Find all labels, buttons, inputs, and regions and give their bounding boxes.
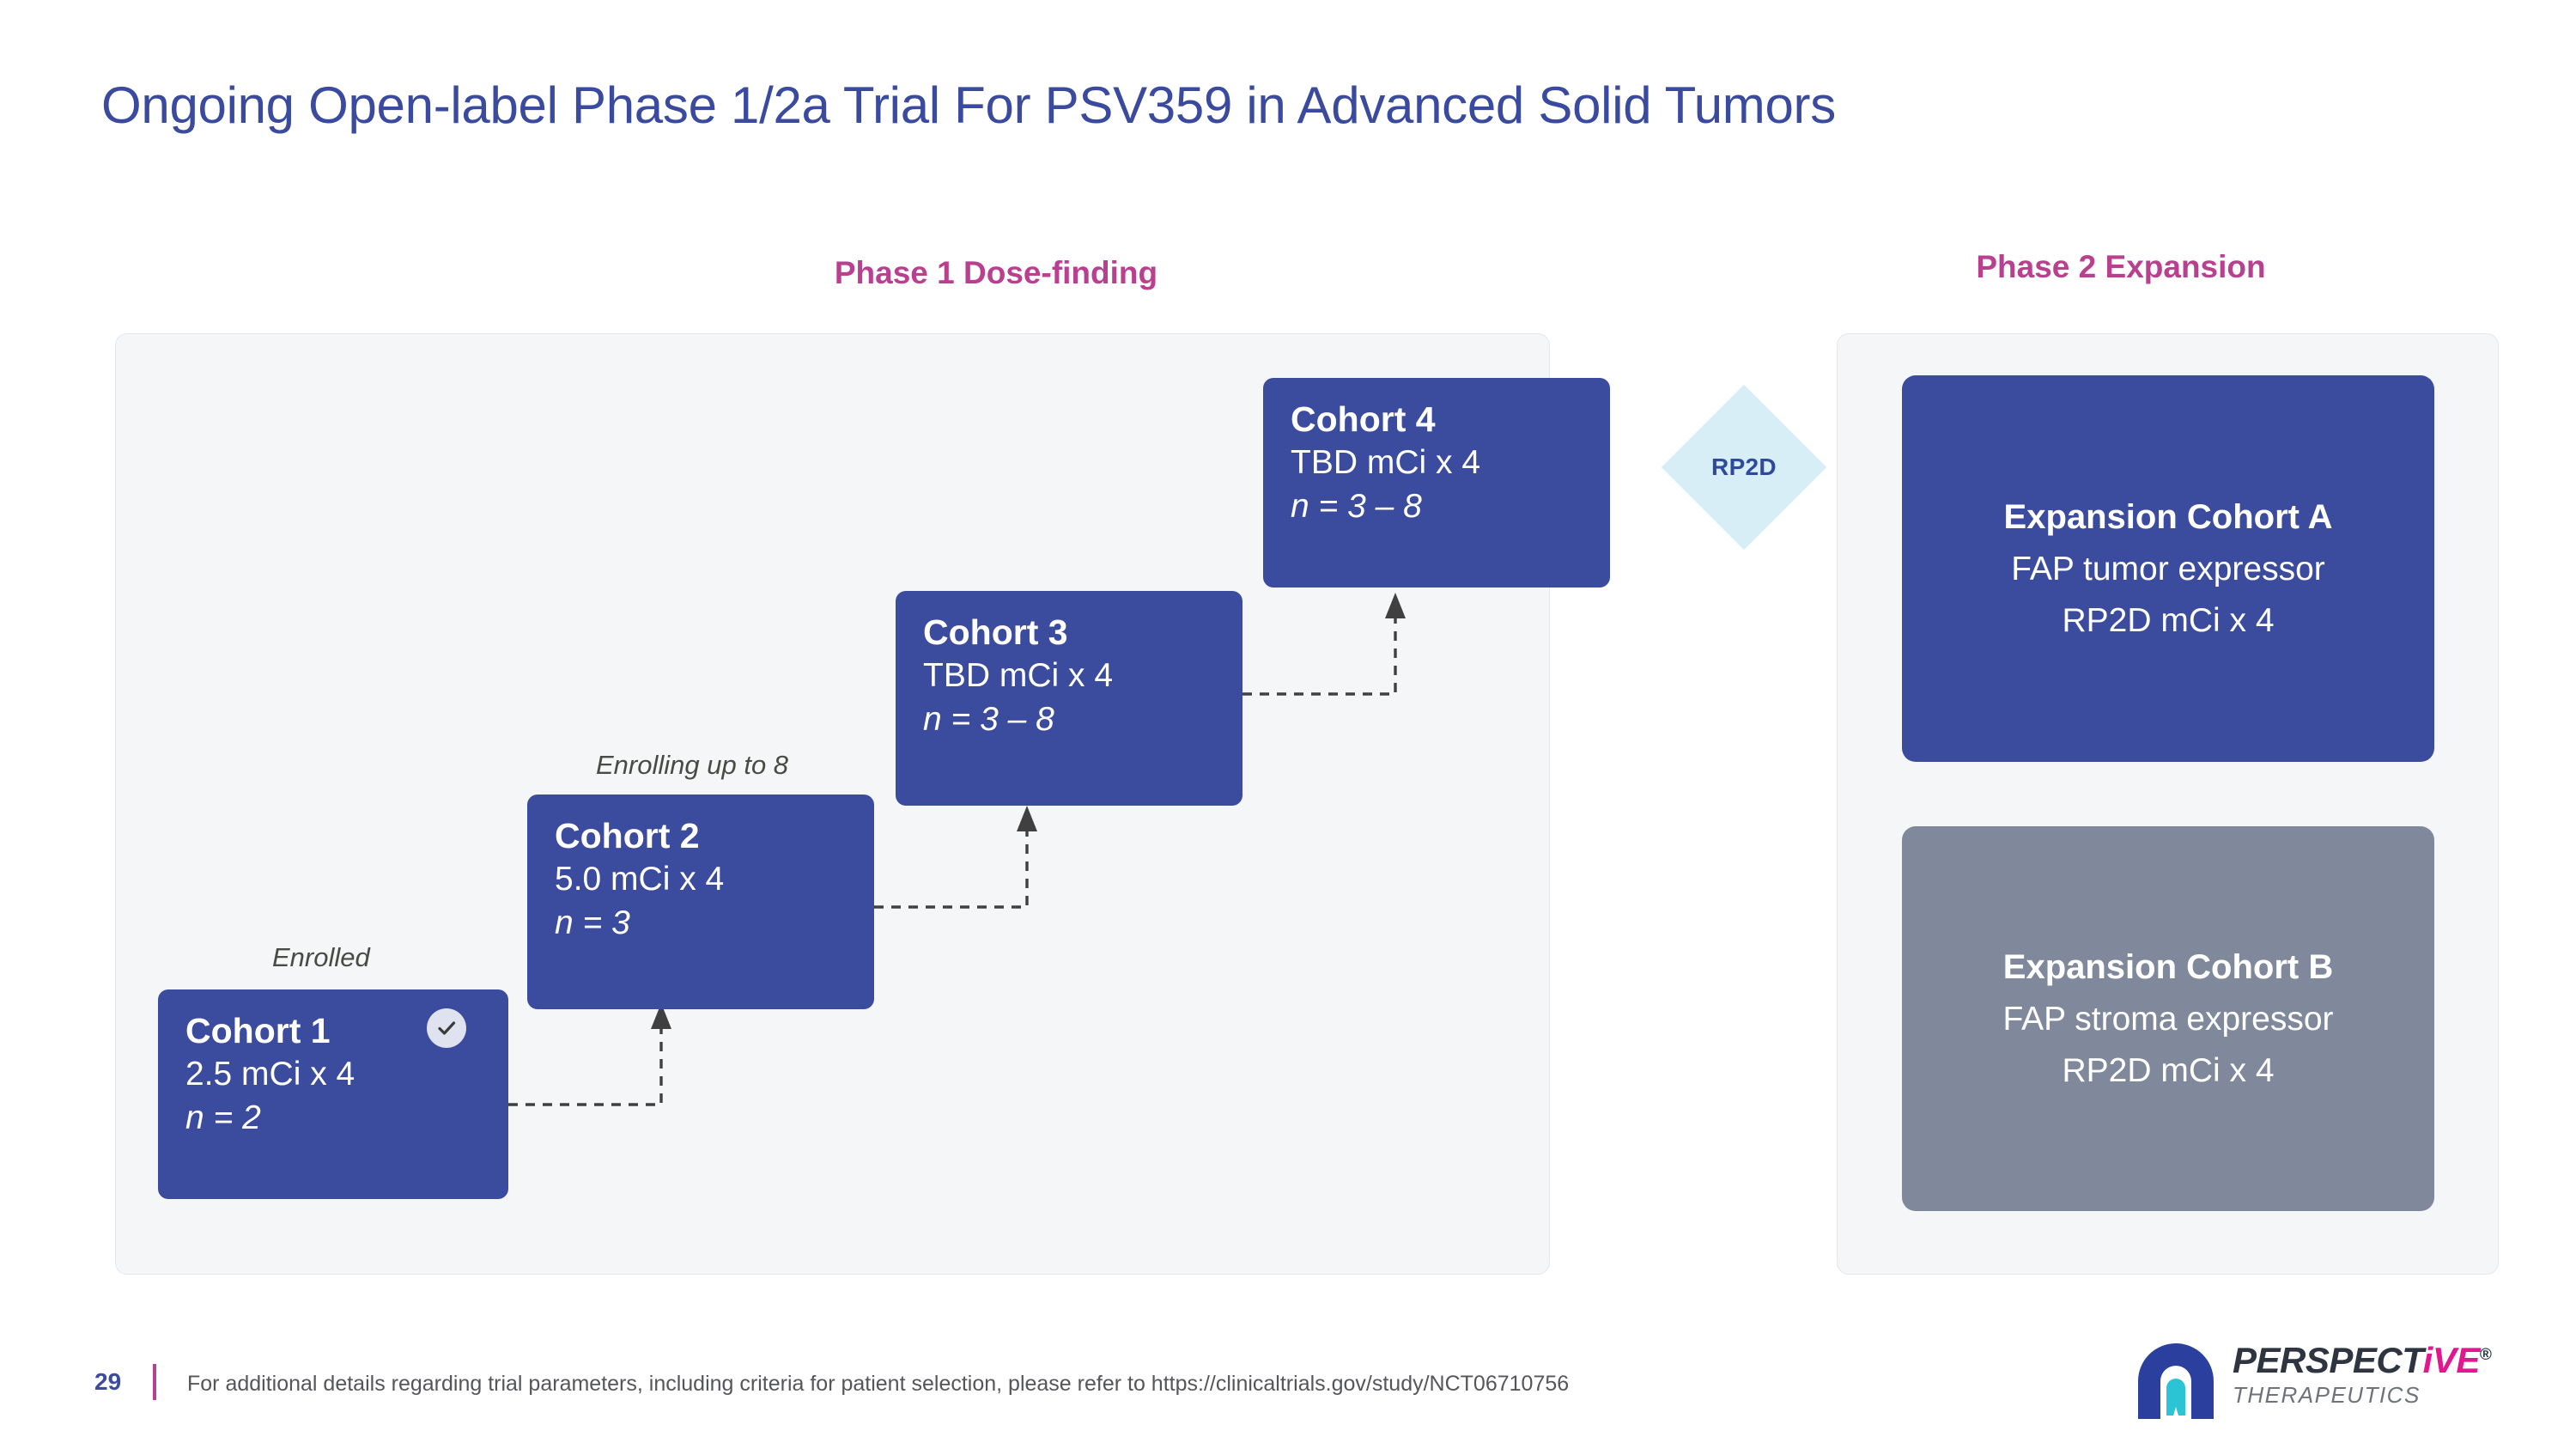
footnote-text: For additional details regarding trial p… [187,1372,1570,1396]
brand-logo: PERSPECTiVE® THERAPEUTICS [2131,1336,2518,1426]
cohort-4-title: Cohort 4 [1291,399,1436,439]
expansion-cohort-a-line2: RP2D mCi x 4 [2062,602,2275,639]
cohort-1-card[interactable]: Cohort 1 2.5 mCi x 4 n = 2 [158,989,508,1199]
check-circle-icon [427,1008,466,1048]
expansion-cohort-a-title: Expansion Cohort A [2003,497,2333,536]
expansion-cohort-a-card[interactable]: Expansion Cohort A FAP tumor expressor R… [1902,375,2434,762]
page-title: Ongoing Open-label Phase 1/2a Trial For … [101,76,1836,134]
expansion-cohort-b-line1: FAP stroma expressor [2002,1000,2334,1038]
brand-name-part2: i [2422,1340,2433,1380]
cohort-2-status-caption: Enrolling up to 8 [596,750,789,780]
cohort-3-title: Cohort 3 [923,612,1068,652]
arch-logo-icon [2138,1343,2214,1419]
brand-name-part1: PERSPECT [2233,1340,2423,1380]
connector-cohort1-to-cohort2 [508,1003,671,1106]
brand-name: PERSPECTiVE® [2233,1340,2492,1380]
cohort-3-dose: TBD mCi x 4 [923,657,1114,695]
brand-subtitle: THERAPEUTICS [2233,1382,2421,1409]
rp2d-label: RP2D [1711,454,1777,480]
cohort-1-n: n = 2 [185,1099,261,1137]
cohort-2-card[interactable]: Cohort 2 5.0 mCi x 4 n = 3 [527,795,874,1009]
expansion-cohort-b-title: Expansion Cohort B [2002,947,2334,986]
brand-name-part3: VE [2432,1340,2481,1380]
brand-wordmark: PERSPECTiVE® THERAPEUTICS [2233,1340,2492,1409]
cohort-4-card[interactable]: Cohort 4 TBD mCi x 4 n = 3 – 8 [1263,378,1610,588]
phase-1-header: Phase 1 Dose-finding [834,255,1158,290]
connector-cohort2-to-cohort3 [874,806,1037,909]
cohort-3-card[interactable]: Cohort 3 TBD mCi x 4 n = 3 – 8 [896,591,1242,806]
expansion-cohort-b-line2: RP2D mCi x 4 [2062,1052,2275,1089]
cohort-2-title: Cohort 2 [555,816,700,855]
registered-mark: ® [2479,1346,2492,1364]
footer-divider [153,1364,156,1400]
expansion-cohort-a-line1: FAP tumor expressor [2011,550,2325,588]
cohort-1-title: Cohort 1 [185,1011,331,1050]
cohort-4-n: n = 3 – 8 [1291,488,1422,526]
rp2d-transition-marker: RP2D [1661,384,1827,551]
cohort-1-dose: 2.5 mCi x 4 [185,1056,355,1093]
cohort-4-dose: TBD mCi x 4 [1291,444,1481,482]
cohort-2-n: n = 3 [555,904,630,942]
cohort-3-n: n = 3 – 8 [923,701,1054,739]
page-number: 29 [94,1368,122,1395]
cohort-2-dose: 5.0 mCi x 4 [555,861,725,898]
cohort-1-status-caption: Enrolled [272,942,370,972]
phase-2-header: Phase 2 Expansion [1976,249,2266,284]
expansion-cohort-b-card[interactable]: Expansion Cohort B FAP stroma expressor … [1902,826,2434,1211]
connector-cohort3-to-cohort4 [1242,593,1406,696]
